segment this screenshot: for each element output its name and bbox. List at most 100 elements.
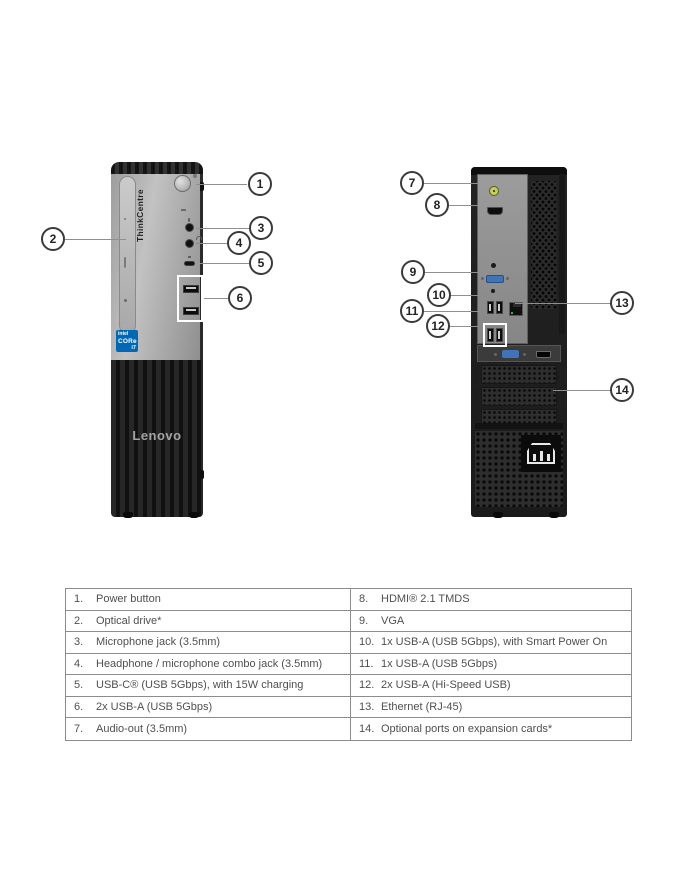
microphone-icon (188, 218, 190, 222)
callout-number: 7 (408, 176, 416, 190)
card-screw (494, 353, 497, 356)
callout-number: 8 (433, 198, 441, 212)
callout-line-9 (425, 272, 478, 273)
row-number: 11. (359, 657, 374, 670)
audio-jack (491, 289, 495, 293)
callout-number: 4 (235, 236, 243, 250)
callout-line-12 (450, 326, 478, 327)
intel-logo: intel (118, 331, 129, 337)
callout-6: 6 (228, 286, 252, 310)
rear-vent-grille (531, 181, 557, 309)
rear-foot (549, 512, 559, 518)
callout-line-11 (424, 311, 480, 312)
row-label: 2x USB-A (Hi-Speed USB) (381, 679, 511, 692)
table-row: 6.2x USB-A (USB 5Gbps) (66, 697, 350, 718)
callout-7: 7 (400, 171, 424, 195)
side-latch (200, 182, 204, 191)
hdmi-port (487, 207, 503, 215)
table-row: 13. Ethernet (RJ-45) (350, 696, 632, 718)
row-number: 4. (74, 657, 84, 670)
legend-table: 1.Power button 8.HDMI® 2.1 TMDS 2.Optica… (65, 588, 632, 741)
callout-line-1 (196, 184, 247, 185)
slot-bracket (473, 409, 479, 428)
row-number: 12. (359, 679, 375, 692)
callout-line-14 (553, 390, 611, 391)
row-label: 2x USB-A (USB 5Gbps) (96, 700, 213, 713)
callout-5: 5 (249, 251, 273, 275)
front-foot (189, 512, 199, 518)
row-label: HDMI® 2.1 TMDS (381, 593, 470, 606)
row-label: Headphone / microphone combo jack (3.5mm… (96, 657, 323, 670)
callout-10: 10 (427, 283, 451, 307)
usb-a-port (183, 307, 199, 315)
vga-screw (506, 277, 509, 280)
row-label: 1x USB-A (USB 5Gbps), with Smart Power O… (381, 636, 608, 649)
callout-number: 12 (431, 319, 445, 333)
row-number: 2. (74, 614, 84, 627)
usb-a-hispeed-port (496, 328, 503, 342)
row-number: 10. (359, 636, 375, 649)
callout-line-6 (204, 298, 228, 299)
power-indicator-icon (193, 174, 197, 178)
expansion-card-ports (477, 345, 561, 362)
rear-foot (493, 512, 503, 518)
callout-line-2 (65, 239, 126, 240)
callout-line-7 (424, 183, 479, 184)
usb-c-port (184, 261, 195, 266)
row-label: Ethernet (RJ-45) (381, 700, 463, 713)
callout-number: 3 (257, 221, 265, 235)
rear-side-rail (559, 174, 565, 334)
vga-port (486, 275, 504, 283)
rear-view (471, 167, 567, 518)
emergency-eject-hole (124, 299, 127, 302)
line-in-jack (491, 263, 496, 268)
callout-number: 10 (432, 288, 446, 302)
expansion-slot-cover (481, 387, 557, 406)
callout-14: 14 (610, 378, 634, 402)
row-label: VGA (381, 614, 405, 627)
optical-led-icon (124, 218, 126, 220)
row-number: 13. (359, 700, 375, 713)
optical-eject-button (124, 257, 126, 268)
expansion-slot-cover (481, 365, 557, 384)
table-row: 5.USB-C® (USB 5Gbps), with 15W charging (66, 675, 350, 697)
table-row: 7.Audio-out (3.5mm) (66, 718, 350, 740)
power-inlet (527, 443, 555, 464)
table-row: 9.VGA (350, 610, 632, 632)
front-foot (123, 512, 133, 518)
callout-4: 4 (227, 231, 251, 255)
row-number: 5. (74, 679, 84, 692)
usb-a-hispeed-port (487, 328, 494, 342)
power-inlet-panel (521, 435, 561, 472)
rear-usb-highlight-box (483, 323, 507, 347)
callout-number: 6 (236, 291, 244, 305)
row-number: 14. (359, 722, 375, 735)
core-label: CORe (118, 338, 137, 345)
cpu-model-label: i7 (131, 345, 136, 351)
slot-bracket (473, 387, 479, 406)
rear-top-edge (471, 167, 567, 175)
table-row: 8.HDMI® 2.1 TMDS (350, 589, 632, 611)
front-view: ThinkCentre intel CORe i7 Lenovo (111, 162, 204, 518)
vga-screw (481, 277, 484, 280)
callout-2: 2 (41, 227, 65, 251)
table-row: 4. Headphone / microphone combo jack (3.5… (66, 654, 350, 675)
row-label: Optional ports on expansion cards* (381, 722, 553, 735)
power-pin (533, 454, 536, 461)
row-label: Audio-out (3.5mm) (96, 722, 188, 735)
ethernet-port (509, 302, 523, 316)
row-label: Power button (96, 593, 161, 606)
headphone-combo-jack (185, 239, 194, 248)
usb-c-icon (188, 256, 191, 258)
table-row: 3.Microphone jack (3.5mm) (66, 632, 350, 654)
usb-a-port (183, 285, 199, 293)
ethernet-led (511, 312, 513, 314)
callout-number: 13 (615, 296, 629, 310)
table-row: 12. 2x USB-A (Hi-Speed USB) (350, 675, 632, 697)
headphone-icon (196, 236, 202, 240)
callout-11: 11 (400, 299, 424, 323)
callout-3: 3 (249, 216, 273, 240)
power-button (174, 175, 191, 192)
expansion-hdmi-port (536, 351, 551, 358)
